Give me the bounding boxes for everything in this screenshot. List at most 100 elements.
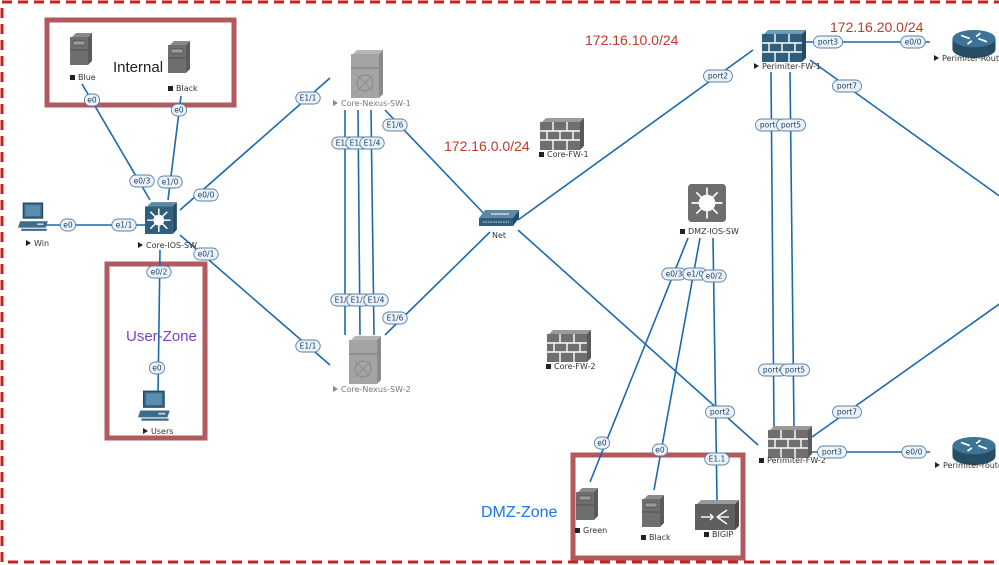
port-pill (193, 188, 219, 202)
port-label-pfw1-port3[interactable]: port3 (813, 35, 843, 49)
port-text: e0/0 (905, 38, 922, 47)
port-text: port3 (822, 448, 842, 457)
port-pill (363, 293, 389, 307)
node-core-nexus-sw-1[interactable]: Core-Nexus-SW-1 (333, 50, 411, 108)
nexus-switch-icon (348, 336, 382, 384)
node-perimiter-router-2[interactable]: Perimiter-router (935, 437, 999, 470)
stopped-icon (546, 364, 551, 369)
port-label-pfw2-port2[interactable]: port2 (705, 405, 735, 419)
port-text: e0 (152, 364, 162, 373)
port-label-pfw1-port5[interactable]: port5 (776, 118, 806, 132)
subnet-label-perimeter-inside: 172.16.10.0/24 (585, 32, 679, 48)
node-label: Black (176, 84, 198, 93)
node-core-ios-sw[interactable]: Core-IOS-SW (138, 201, 197, 250)
port-text: e0/3 (666, 270, 683, 279)
running-icon (754, 63, 759, 69)
port-pill (295, 91, 321, 105)
node-core-fw-2[interactable]: Core-FW-2 (546, 330, 596, 371)
stopped-icon (575, 528, 580, 533)
port-label-n2-e1-4[interactable]: E1/4 (363, 293, 389, 307)
port-label-green-e0[interactable]: e0 (593, 436, 611, 450)
port-text: E1/2 (335, 296, 352, 305)
node-black-dmz[interactable]: Black (641, 494, 671, 542)
port-text: port7 (837, 408, 857, 417)
port-label-pfw1-port2[interactable]: port2 (703, 69, 733, 83)
port-label-sw-e0-3[interactable]: e0/3 (129, 174, 155, 188)
node-label: Users (151, 427, 173, 436)
server-icon (167, 41, 190, 73)
port-label-blackdmz-e0[interactable]: e0 (651, 443, 669, 457)
node-label: Green (583, 526, 607, 535)
port-text: port4 (763, 366, 783, 375)
node-perimiter-fw-1[interactable]: Perimiter-FW-1 (754, 30, 821, 71)
port-label-n2-e1-1[interactable]: E1/1 (295, 339, 321, 353)
node-label: Win (34, 239, 49, 248)
port-text: e0/0 (198, 191, 215, 200)
port-label-sw-e1-0[interactable]: e1/0 (157, 175, 183, 189)
port-text: e0 (174, 106, 184, 115)
port-label-pfw2-port5[interactable]: port5 (780, 363, 810, 377)
port-pill (193, 247, 219, 261)
firewall-icon (762, 30, 806, 62)
node-core-nexus-sw-2[interactable]: Core-Nexus-SW-2 (333, 336, 411, 394)
port-text: port2 (708, 72, 728, 81)
node-perimiter-router-1[interactable]: Perimiter-Router (934, 30, 999, 63)
node-users[interactable]: Users (138, 390, 173, 436)
stopped-icon (704, 532, 709, 537)
node-label: Core-FW-1 (547, 150, 589, 159)
firewall-icon (540, 118, 584, 150)
node-blue[interactable]: Blue (69, 33, 96, 82)
dmz-zone-label: DMZ-Zone (481, 504, 558, 521)
node-net[interactable]: Net (479, 210, 519, 240)
subnet-label-perimeter-outside: 172.16.20.0/24 (830, 19, 924, 35)
port-text: e0/1 (198, 250, 215, 259)
node-green[interactable]: Green (575, 487, 607, 535)
port-text: e0 (655, 446, 665, 455)
port-label-bigip-e1-1[interactable]: E1.1 (704, 452, 730, 466)
node-black-internal[interactable]: Black (167, 41, 198, 93)
port-label-pfw1-port7[interactable]: port7 (832, 79, 862, 93)
port-label-pr2-e0-0[interactable]: e0/0 (901, 445, 927, 459)
node-win[interactable]: Win (18, 202, 49, 248)
stopped-icon (539, 152, 544, 157)
port-label-black-e0[interactable]: e0 (170, 103, 188, 117)
workstation-icon (138, 390, 171, 422)
port-label-pfw2-port7[interactable]: port7 (832, 405, 862, 419)
port-pill (59, 218, 77, 232)
port-label-dmz-e0-2[interactable]: e0/2 (701, 269, 727, 283)
node-dmz-ios-sw[interactable]: DMZ-IOS-SW (680, 184, 739, 236)
node-perimiter-fw-2[interactable]: Perimiter-FW-2 (759, 426, 826, 465)
port-text: e0 (597, 439, 607, 448)
port-label-win-e0[interactable]: e0 (59, 218, 77, 232)
node-label: Perimiter-Router (942, 54, 999, 63)
port-label-sw-e0-0[interactable]: e0/0 (193, 188, 219, 202)
node-core-fw-1[interactable]: Core-FW-1 (539, 118, 589, 159)
internal-zone-box[interactable] (44, 17, 237, 108)
node-label: Perimiter-FW-2 (767, 456, 826, 465)
node-label: DMZ-IOS-SW (688, 227, 739, 236)
node-label: Perimiter-router (943, 461, 999, 470)
port-label-n1-e1-4[interactable]: E1/4 (359, 136, 385, 150)
port-label-sw-e1-1[interactable]: e1/1 (111, 218, 137, 232)
load-balancer-icon (695, 500, 739, 530)
port-label-pfw2-port3[interactable]: port3 (817, 445, 847, 459)
user-zone-box[interactable] (104, 261, 208, 441)
node-bigip[interactable]: BIGIP (695, 500, 739, 539)
nexus-switch-icon (350, 50, 384, 98)
port-label-n2-e1-6[interactable]: E1/6 (382, 311, 408, 325)
port-pill (651, 443, 669, 457)
port-label-users-e0[interactable]: e0 (148, 361, 166, 375)
port-label-n1-e1-6[interactable]: E1/6 (382, 118, 408, 132)
port-label-sw-e0-2[interactable]: e0/2 (146, 265, 172, 279)
port-label-n1-e1-1[interactable]: E1/1 (295, 91, 321, 105)
port-label-pr1-e0-0[interactable]: e0/0 (900, 35, 926, 49)
port-label-sw-e0-1[interactable]: e0/1 (193, 247, 219, 261)
port-pill (780, 363, 810, 377)
port-text: E1/4 (364, 139, 381, 148)
port-label-dmz-e0-3[interactable]: e0/3 (661, 267, 687, 281)
port-label-blue-e0[interactable]: e0 (83, 93, 101, 107)
internal-zone-label: Internal (113, 59, 163, 76)
port-pill (832, 405, 862, 419)
